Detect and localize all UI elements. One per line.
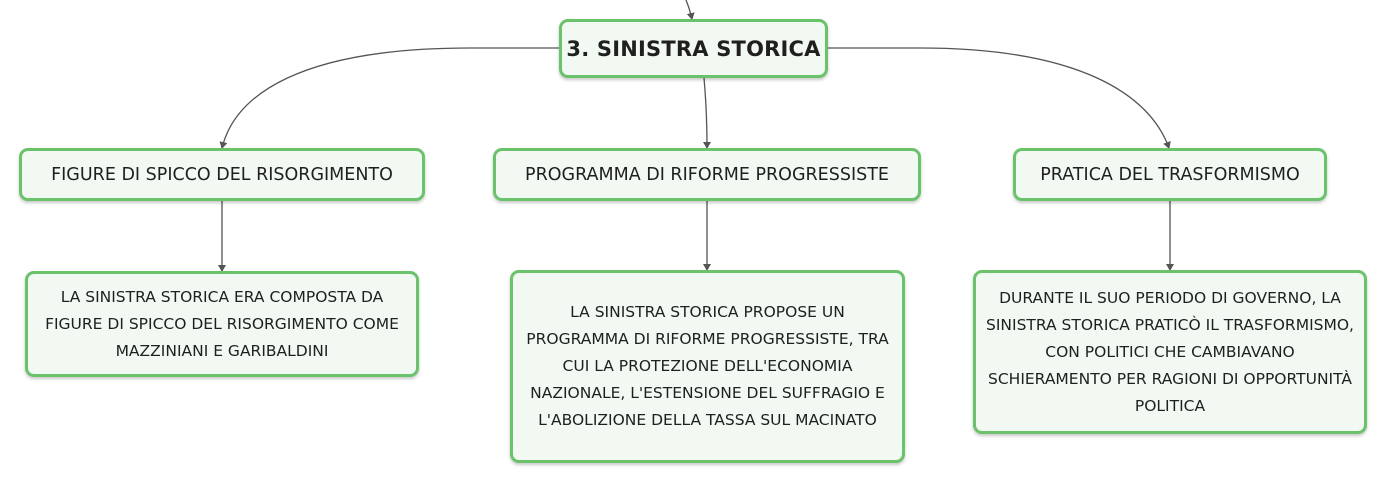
root-topic-node[interactable]: 3. SINISTRA STORICA [559,19,828,78]
detail-text: DURANTE IL SUO PERIODO DI GOVERNO, LA SI… [986,288,1354,415]
connector-root-to-branch-2 [702,77,711,149]
branch-label: PRATICA DEL TRASFORMISMO [1040,164,1300,185]
detail-text: LA SINISTRA STORICA ERA COMPOSTA DA FIGU… [45,287,399,360]
branch-label: PROGRAMMA DI RIFORME PROGRESSISTE [525,164,889,185]
detail-node-figure-di-spicco[interactable]: LA SINISTRA STORICA ERA COMPOSTA DA FIGU… [25,271,419,377]
branch-label: FIGURE DI SPICCO DEL RISORGIMENTO [51,164,393,185]
root-topic-label: 3. SINISTRA STORICA [566,36,821,61]
branch-node-programma-riforme[interactable]: PROGRAMMA DI RIFORME PROGRESSISTE [493,148,921,201]
detail-node-trasformismo[interactable]: DURANTE IL SUO PERIODO DI GOVERNO, LA SI… [973,270,1367,434]
branch-node-trasformismo[interactable]: PRATICA DEL TRASFORMISMO [1013,148,1327,201]
detail-node-programma-riforme[interactable]: LA SINISTRA STORICA PROPOSE UN PROGRAMMA… [510,270,905,463]
branch-node-figure-di-spicco[interactable]: FIGURE DI SPICCO DEL RISORGIMENTO [19,148,425,201]
connector-root-to-branch-3 [828,47,1171,149]
connector-parent-to-root [685,0,695,20]
detail-text: LA SINISTRA STORICA PROPOSE UN PROGRAMMA… [526,303,889,429]
connector-root-to-branch-1 [219,47,559,149]
